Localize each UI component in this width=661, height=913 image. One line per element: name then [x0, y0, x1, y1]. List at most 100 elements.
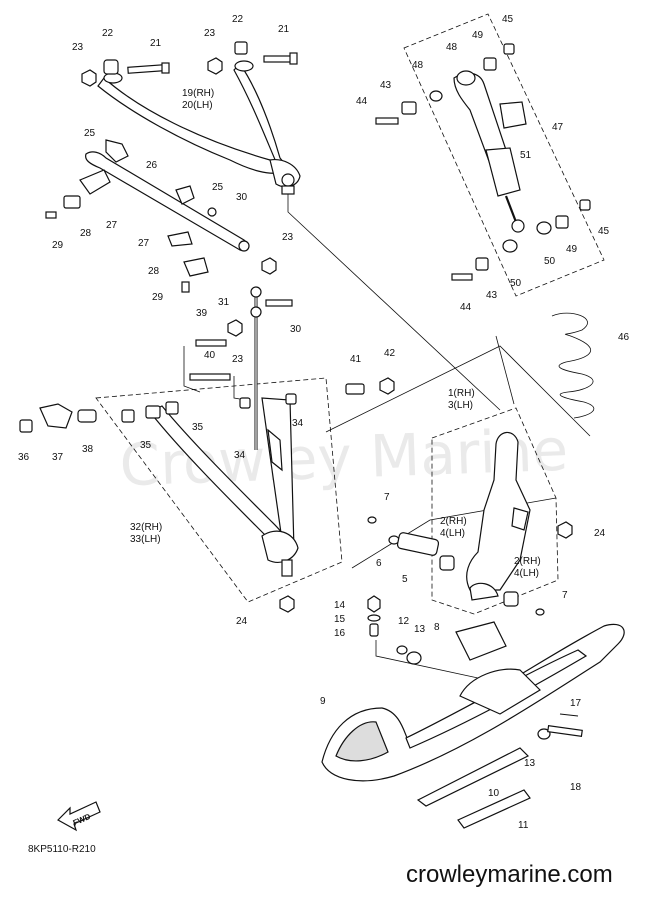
label-23c: 23: [282, 232, 294, 243]
spindle-hardware: [367, 516, 573, 616]
label-50a: 50: [544, 256, 556, 267]
label-24b: 24: [594, 528, 606, 539]
tie-rod: [227, 286, 293, 450]
label-3: 3(LH): [448, 400, 473, 411]
label-27b: 27: [138, 238, 150, 249]
ski-hardware: [367, 595, 422, 665]
label-23a: 23: [72, 42, 84, 53]
label-33: 33(LH): [130, 534, 161, 545]
label-25a: 25: [84, 128, 96, 139]
label-7a: 7: [384, 492, 390, 503]
leader-lines: [287, 194, 501, 411]
label-2a: 2(RH): [440, 516, 467, 527]
label-20: 20(LH): [182, 100, 213, 111]
label-47: 47: [552, 122, 564, 133]
stabilizer-hardware: [45, 195, 277, 293]
label-15: 15: [334, 614, 346, 625]
label-8: 8: [434, 622, 440, 633]
label-45b: 45: [598, 226, 610, 237]
label-17: 17: [570, 698, 582, 709]
label-50b: 50: [510, 278, 522, 289]
label-21b: 21: [278, 24, 290, 35]
label-39: 39: [196, 308, 208, 319]
fwd-arrow: FWD: [57, 801, 101, 832]
leader-line-arm-bolt: [183, 346, 201, 393]
label-43b: 43: [486, 290, 498, 301]
label-34a: 34: [234, 450, 246, 461]
diagram-code: 8KP5110-R210: [28, 844, 96, 855]
label-7b: 7: [562, 590, 568, 601]
label-14: 14: [334, 600, 346, 611]
part-labels: 1(RH) 3(LH) 2(RH) 4(LH) 2(RH) 4(LH) 5 6 …: [18, 14, 630, 831]
lower-a-arm: [149, 397, 299, 577]
label-35b: 35: [192, 422, 204, 433]
label-9: 9: [320, 696, 326, 707]
label-48b: 48: [412, 60, 424, 71]
label-41: 41: [350, 354, 362, 365]
label-48a: 48: [446, 42, 458, 53]
spindle-group-box: [431, 407, 559, 615]
label-2b: 2(RH): [514, 556, 541, 567]
label-16: 16: [334, 628, 346, 639]
label-30a: 30: [236, 192, 248, 203]
label-37: 37: [52, 452, 64, 463]
label-31: 31: [218, 297, 230, 308]
shock-absorber: [375, 43, 591, 281]
label-23d: 23: [232, 354, 244, 365]
label-49a: 49: [472, 30, 484, 41]
label-42: 42: [384, 348, 396, 359]
label-44b: 44: [460, 302, 472, 313]
leader-line-arm: [325, 345, 591, 437]
label-44a: 44: [356, 96, 368, 107]
label-4a: 4(LH): [440, 528, 465, 539]
label-21a: 21: [150, 38, 162, 49]
label-29a: 29: [52, 240, 64, 251]
label-27a: 27: [106, 220, 118, 231]
label-23b: 23: [204, 28, 216, 39]
label-13a: 13: [414, 624, 426, 635]
label-5: 5: [402, 574, 408, 585]
stabilizer-bar: [79, 139, 250, 252]
lower-arm-hardware: [19, 339, 395, 613]
label-30b: 30: [290, 324, 302, 335]
coil-spring: [551, 312, 595, 419]
label-46: 46: [618, 332, 630, 343]
label-38: 38: [82, 444, 94, 455]
label-28b: 28: [148, 266, 160, 277]
label-13b: 13: [524, 758, 536, 769]
ski: [321, 621, 625, 829]
label-1: 1(RH): [448, 388, 475, 399]
label-10: 10: [488, 788, 500, 799]
label-6: 6: [376, 558, 382, 569]
label-49b: 49: [566, 244, 578, 255]
label-35a: 35: [140, 440, 152, 451]
label-34b: 34: [292, 418, 304, 429]
label-45a: 45: [502, 14, 514, 25]
leader-line-arm-bolt2: [233, 376, 247, 401]
label-24a: 24: [236, 616, 248, 627]
upper-a-arm: [97, 60, 301, 195]
label-12: 12: [398, 616, 410, 627]
label-18: 18: [570, 782, 582, 793]
label-43a: 43: [380, 80, 392, 91]
label-4b: 4(LH): [514, 568, 539, 579]
label-11: 11: [518, 820, 529, 831]
label-40: 40: [204, 350, 216, 361]
lower-arm-group-box: [95, 377, 343, 603]
leader-line-shock-spindle: [495, 335, 515, 405]
label-22b: 22: [232, 14, 244, 25]
label-32: 32(RH): [130, 522, 162, 533]
label-51: 51: [520, 150, 532, 161]
spindle: [466, 431, 531, 601]
footer-url: crowleymarine.com: [406, 861, 613, 888]
label-29b: 29: [152, 292, 164, 303]
label-36: 36: [18, 452, 30, 463]
label-26: 26: [146, 160, 158, 171]
leader-line-ski-bolt: [375, 640, 479, 679]
label-22a: 22: [102, 28, 114, 39]
label-25b: 25: [212, 182, 224, 193]
label-28a: 28: [80, 228, 92, 239]
upper-arm-hardware: [81, 41, 298, 87]
shock-group-box: [403, 13, 605, 297]
